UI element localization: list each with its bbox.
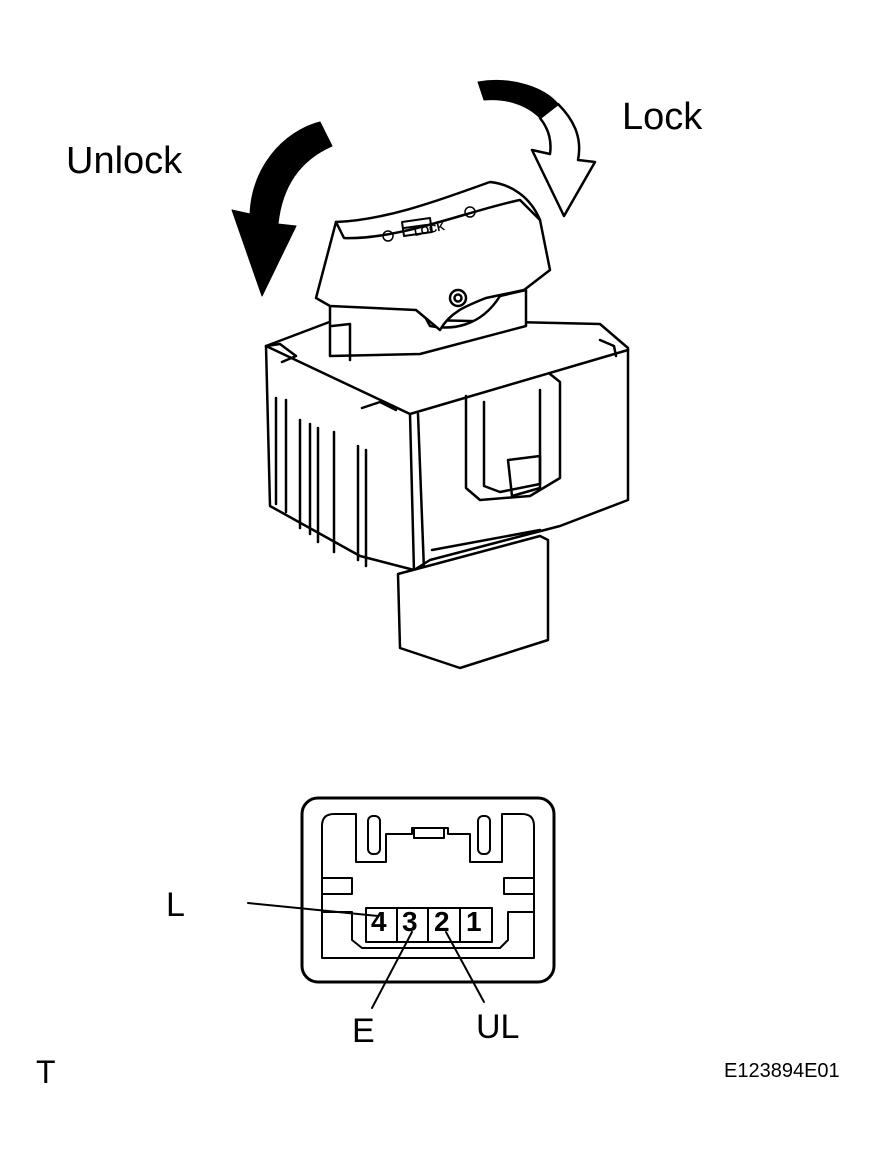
terminal-E-label: E (352, 1012, 375, 1050)
unlock-arrow-icon (231, 121, 333, 297)
connector-face (300, 796, 556, 984)
view-mark-label: T (36, 1054, 56, 1090)
pin-1-label: 1 (466, 906, 482, 937)
pin-2-label: 2 (434, 906, 450, 937)
terminal-L-label: L (166, 886, 185, 924)
pin-3-label: 3 (402, 906, 418, 937)
unlock-label: Unlock (66, 140, 183, 182)
switch-body (264, 316, 630, 670)
leader-lines (247, 902, 485, 1009)
switch-knob (314, 180, 552, 362)
terminal-UL-label: UL (476, 1008, 520, 1046)
pin-4-label: 4 (371, 906, 387, 937)
lock-label: Lock (622, 96, 703, 138)
lock-arrow-icon (477, 79, 597, 218)
figure-code-label: E123894E01 (724, 1060, 840, 1082)
